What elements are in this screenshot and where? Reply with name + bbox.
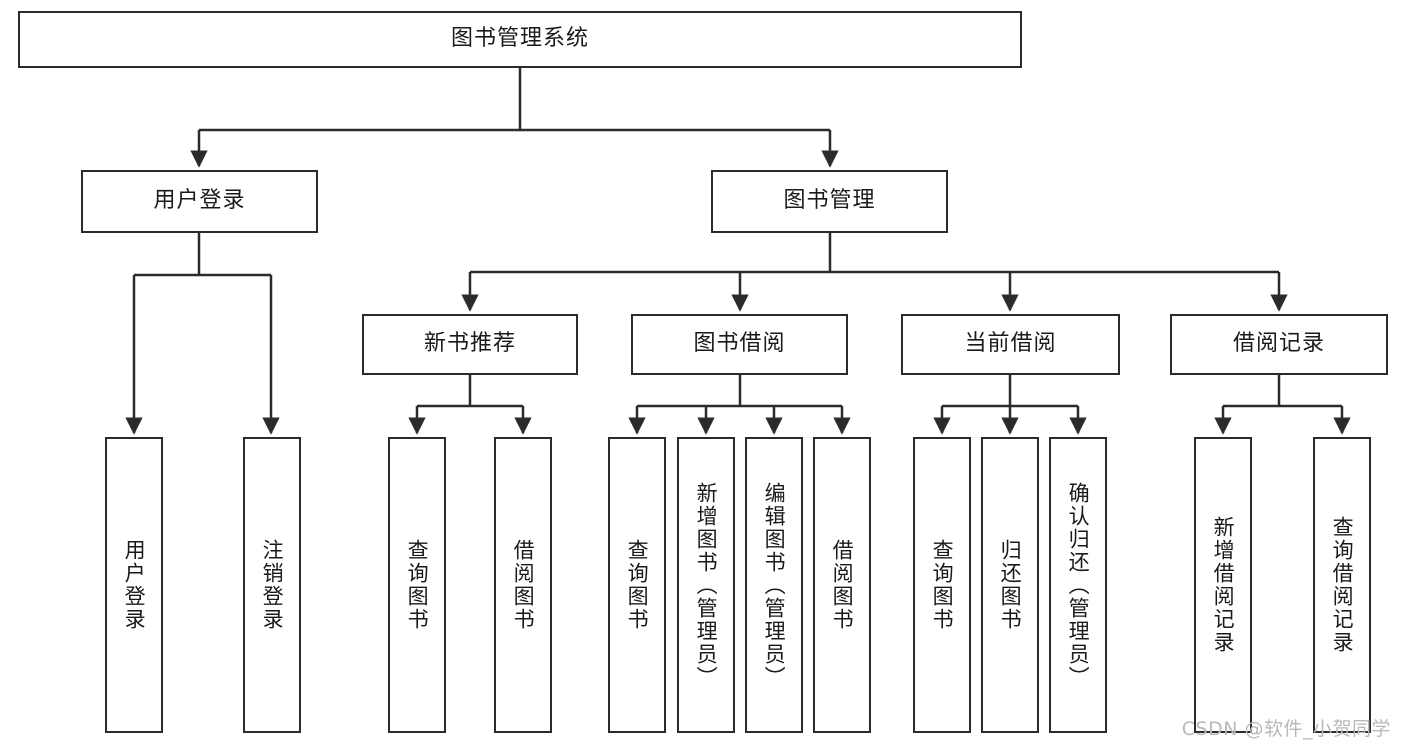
leaf-search-book-recommend-label: 查询图书 bbox=[405, 539, 430, 631]
leaf-edit-book-admin-label: 编辑图书（管理员） bbox=[762, 481, 787, 689]
node-borrow-record[interactable]: 借阅记录 bbox=[1170, 314, 1388, 375]
leaf-confirm-return-admin[interactable]: 确认归还（管理员） bbox=[1049, 437, 1107, 733]
node-current-borrow-label: 当前借阅 bbox=[964, 331, 1057, 357]
leaf-search-book-current-label: 查询图书 bbox=[930, 539, 955, 631]
leaf-borrow-book-recommend[interactable]: 借阅图书 bbox=[494, 437, 552, 733]
leaf-logout[interactable]: 注销登录 bbox=[243, 437, 301, 733]
node-root-label: 图书管理系统 bbox=[450, 26, 589, 52]
leaf-confirm-return-admin-label: 确认归还（管理员） bbox=[1066, 481, 1091, 689]
leaf-user-login[interactable]: 用户登录 bbox=[105, 437, 163, 733]
node-root[interactable]: 图书管理系统 bbox=[18, 11, 1022, 68]
leaf-edit-book-admin[interactable]: 编辑图书（管理员） bbox=[745, 437, 803, 733]
leaf-add-book-admin[interactable]: 新增图书（管理员） bbox=[677, 437, 735, 733]
leaf-return-book-label: 归还图书 bbox=[998, 539, 1023, 631]
node-new-book-recommend[interactable]: 新书推荐 bbox=[362, 314, 578, 375]
leaf-search-book-recommend[interactable]: 查询图书 bbox=[388, 437, 446, 733]
leaf-add-borrow-record[interactable]: 新增借阅记录 bbox=[1194, 437, 1252, 733]
node-user-login[interactable]: 用户登录 bbox=[81, 170, 318, 233]
leaf-add-borrow-record-label: 新增借阅记录 bbox=[1211, 516, 1236, 654]
node-current-borrow[interactable]: 当前借阅 bbox=[901, 314, 1120, 375]
leaf-search-book-borrow-label: 查询图书 bbox=[625, 539, 650, 631]
leaf-borrow-book-label: 借阅图书 bbox=[830, 539, 855, 631]
leaf-borrow-book[interactable]: 借阅图书 bbox=[813, 437, 871, 733]
node-book-borrow[interactable]: 图书借阅 bbox=[631, 314, 848, 375]
node-book-management[interactable]: 图书管理 bbox=[711, 170, 948, 233]
leaf-user-login-label: 用户登录 bbox=[122, 539, 147, 631]
leaf-search-book-borrow[interactable]: 查询图书 bbox=[608, 437, 666, 733]
node-borrow-record-label: 借阅记录 bbox=[1232, 331, 1325, 357]
node-book-borrow-label: 图书借阅 bbox=[693, 331, 786, 357]
leaf-borrow-book-recommend-label: 借阅图书 bbox=[511, 539, 536, 631]
leaf-return-book[interactable]: 归还图书 bbox=[981, 437, 1039, 733]
leaf-search-borrow-record-label: 查询借阅记录 bbox=[1330, 516, 1355, 654]
node-book-management-label: 图书管理 bbox=[783, 188, 876, 214]
leaf-search-book-current[interactable]: 查询图书 bbox=[913, 437, 971, 733]
node-user-login-label: 用户登录 bbox=[153, 188, 246, 214]
leaf-search-borrow-record[interactable]: 查询借阅记录 bbox=[1313, 437, 1371, 733]
leaf-add-book-admin-label: 新增图书（管理员） bbox=[694, 481, 719, 689]
leaf-logout-label: 注销登录 bbox=[260, 539, 285, 631]
node-new-book-recommend-label: 新书推荐 bbox=[423, 331, 516, 357]
